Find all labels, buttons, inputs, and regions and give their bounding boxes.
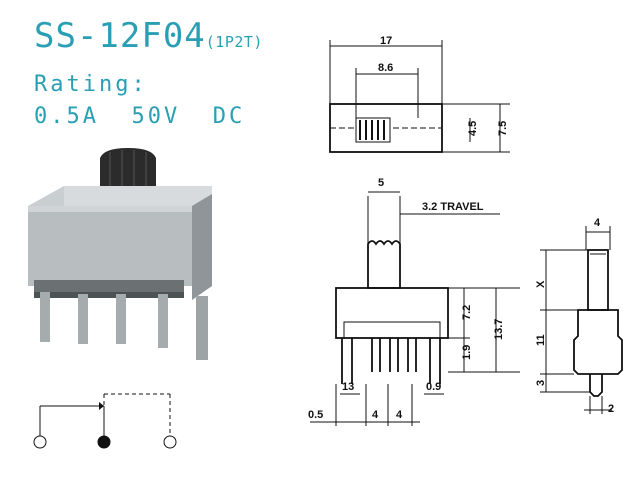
dim-side-pin-width: 2	[608, 403, 614, 415]
top-view-drawing	[329, 40, 510, 153]
dim-pin-length: 1.9	[461, 345, 473, 360]
dim-pin-pitch-left: 4	[372, 409, 379, 421]
dim-slot-height: 4.5	[467, 121, 479, 136]
switch-schematic	[33, 393, 177, 449]
contact-open-right	[163, 435, 177, 449]
dim-actuator-width: 5	[378, 177, 384, 189]
rating-label: Rating:	[34, 72, 148, 97]
dim-pin-pitch-right: 4	[396, 409, 403, 421]
model-number: SS-12F04	[34, 16, 206, 56]
dim-lead-09: 0.9	[426, 381, 441, 393]
dim-side-actuator: 4	[594, 217, 601, 229]
schematic-arrow	[99, 402, 104, 410]
side-view-drawing	[540, 226, 623, 414]
dim-lead-05: 0.5	[308, 409, 323, 421]
dim-side-x: X	[535, 280, 547, 288]
dim-side-pin: 3	[535, 380, 547, 386]
rating-value: 0.5A 50V DC	[34, 104, 246, 129]
front-view-drawing	[310, 191, 520, 426]
dim-side-body: 11	[535, 334, 547, 346]
model-title: SS-12F04(1P2T)	[34, 16, 263, 56]
pole-throw-label: (1P2T)	[205, 33, 263, 51]
dim-body-total: 13.7	[493, 319, 505, 340]
dim-body-height: 7.5	[497, 121, 509, 136]
dim-overall-width: 17	[380, 35, 392, 47]
dim-body-upper: 7.2	[461, 305, 473, 320]
product-photo	[28, 148, 212, 360]
contact-open-left	[33, 435, 47, 449]
dim-slot-width: 8.6	[378, 62, 393, 74]
dim-lead-13: 13	[342, 381, 354, 393]
contact-common	[97, 435, 111, 449]
dim-travel: 3.2 TRAVEL	[422, 201, 484, 213]
